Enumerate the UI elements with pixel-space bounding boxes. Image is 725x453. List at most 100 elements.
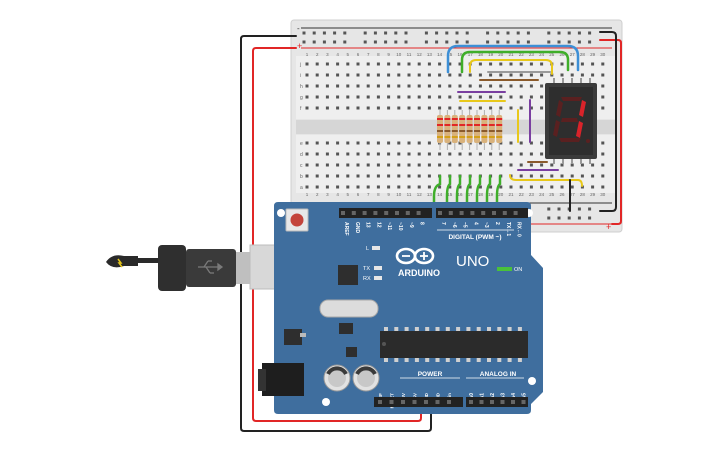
terminal-hole[interactable] — [387, 152, 391, 156]
analog-pin-hole[interactable] — [479, 400, 484, 404]
terminal-hole[interactable] — [397, 106, 401, 110]
terminal-hole[interactable] — [427, 174, 431, 178]
resistor-array[interactable] — [437, 110, 503, 150]
terminal-hole[interactable] — [591, 185, 595, 189]
terminal-hole[interactable] — [468, 106, 472, 110]
terminal-hole[interactable] — [458, 185, 462, 189]
terminal-hole[interactable] — [560, 185, 564, 189]
terminal-hole[interactable] — [407, 141, 411, 145]
rail-hole[interactable] — [333, 31, 337, 35]
terminal-hole[interactable] — [529, 84, 533, 88]
rail-hole[interactable] — [567, 40, 571, 44]
terminal-hole[interactable] — [478, 106, 482, 110]
terminal-hole[interactable] — [387, 106, 391, 110]
terminal-hole[interactable] — [519, 163, 523, 167]
terminal-hole[interactable] — [366, 73, 370, 77]
terminal-hole[interactable] — [438, 62, 442, 66]
terminal-hole[interactable] — [509, 141, 513, 145]
terminal-hole[interactable] — [601, 62, 605, 66]
terminal-hole[interactable] — [489, 84, 493, 88]
rail-hole[interactable] — [363, 31, 367, 35]
terminal-hole[interactable] — [417, 84, 421, 88]
terminal-hole[interactable] — [519, 152, 523, 156]
terminal-hole[interactable] — [550, 73, 554, 77]
terminal-hole[interactable] — [346, 185, 350, 189]
terminal-hole[interactable] — [397, 141, 401, 145]
analog-pin-hole[interactable] — [490, 400, 494, 404]
terminal-hole[interactable] — [427, 152, 431, 156]
rail-hole[interactable] — [516, 31, 520, 35]
terminal-hole[interactable] — [417, 95, 421, 99]
rail-hole[interactable] — [302, 31, 306, 35]
terminal-hole[interactable] — [366, 84, 370, 88]
terminal-hole[interactable] — [560, 174, 564, 178]
terminal-hole[interactable] — [509, 152, 513, 156]
rail-hole[interactable] — [577, 40, 581, 44]
terminal-hole[interactable] — [397, 62, 401, 66]
terminal-hole[interactable] — [478, 152, 482, 156]
digital-pin-hole[interactable] — [481, 211, 486, 215]
terminal-hole[interactable] — [407, 95, 411, 99]
terminal-hole[interactable] — [427, 185, 431, 189]
terminal-hole[interactable] — [325, 141, 329, 145]
terminal-hole[interactable] — [305, 141, 309, 145]
analog-pin-hole[interactable] — [500, 400, 505, 404]
terminal-hole[interactable] — [601, 163, 605, 167]
terminal-hole[interactable] — [540, 152, 544, 156]
terminal-hole[interactable] — [550, 174, 554, 178]
terminal-hole[interactable] — [468, 163, 472, 167]
terminal-hole[interactable] — [448, 95, 452, 99]
terminal-hole[interactable] — [356, 141, 360, 145]
terminal-hole[interactable] — [397, 152, 401, 156]
terminal-hole[interactable] — [366, 185, 370, 189]
signal-wire[interactable] — [495, 174, 502, 214]
terminal-hole[interactable] — [325, 73, 329, 77]
terminal-hole[interactable] — [509, 185, 513, 189]
terminal-hole[interactable] — [325, 152, 329, 156]
terminal-hole[interactable] — [601, 106, 605, 110]
terminal-hole[interactable] — [356, 73, 360, 77]
analog-pin-hole[interactable] — [521, 400, 526, 404]
terminal-hole[interactable] — [336, 95, 340, 99]
breadboard-jumpers[interactable] — [446, 44, 583, 212]
terminal-hole[interactable] — [499, 163, 503, 167]
terminal-hole[interactable] — [346, 152, 350, 156]
terminal-hole[interactable] — [305, 62, 309, 66]
terminal-hole[interactable] — [427, 106, 431, 110]
terminal-hole[interactable] — [305, 152, 309, 156]
terminal-hole[interactable] — [397, 185, 401, 189]
analog-pin-hole[interactable] — [469, 400, 473, 404]
digital-pin-hole[interactable] — [416, 211, 421, 215]
terminal-hole[interactable] — [458, 62, 462, 66]
rail-hole[interactable] — [547, 207, 551, 211]
terminal-hole[interactable] — [591, 73, 595, 77]
terminal-hole[interactable] — [366, 163, 370, 167]
terminal-hole[interactable] — [397, 163, 401, 167]
terminal-hole[interactable] — [346, 163, 350, 167]
terminal-hole[interactable] — [305, 163, 309, 167]
terminal-hole[interactable] — [315, 185, 319, 189]
terminal-hole[interactable] — [519, 141, 523, 145]
terminal-hole[interactable] — [560, 73, 564, 77]
terminal-hole[interactable] — [529, 95, 533, 99]
signal-wire[interactable] — [475, 174, 482, 214]
terminal-hole[interactable] — [438, 106, 442, 110]
terminal-hole[interactable] — [570, 174, 574, 178]
terminal-hole[interactable] — [540, 106, 544, 110]
rail-hole[interactable] — [577, 31, 581, 35]
terminal-hole[interactable] — [499, 84, 503, 88]
terminal-hole[interactable] — [417, 163, 421, 167]
power-pin-hole[interactable] — [378, 400, 382, 404]
rail-hole[interactable] — [557, 40, 561, 44]
terminal-hole[interactable] — [448, 62, 452, 66]
terminal-hole[interactable] — [438, 95, 442, 99]
digital-pin-hole[interactable] — [448, 211, 453, 215]
rail-hole[interactable] — [526, 31, 530, 35]
terminal-hole[interactable] — [397, 174, 401, 178]
terminal-hole[interactable] — [336, 141, 340, 145]
terminal-hole[interactable] — [529, 73, 533, 77]
terminal-hole[interactable] — [550, 163, 554, 167]
terminal-hole[interactable] — [356, 163, 360, 167]
rail-hole[interactable] — [547, 31, 551, 35]
rail-hole[interactable] — [526, 40, 530, 44]
